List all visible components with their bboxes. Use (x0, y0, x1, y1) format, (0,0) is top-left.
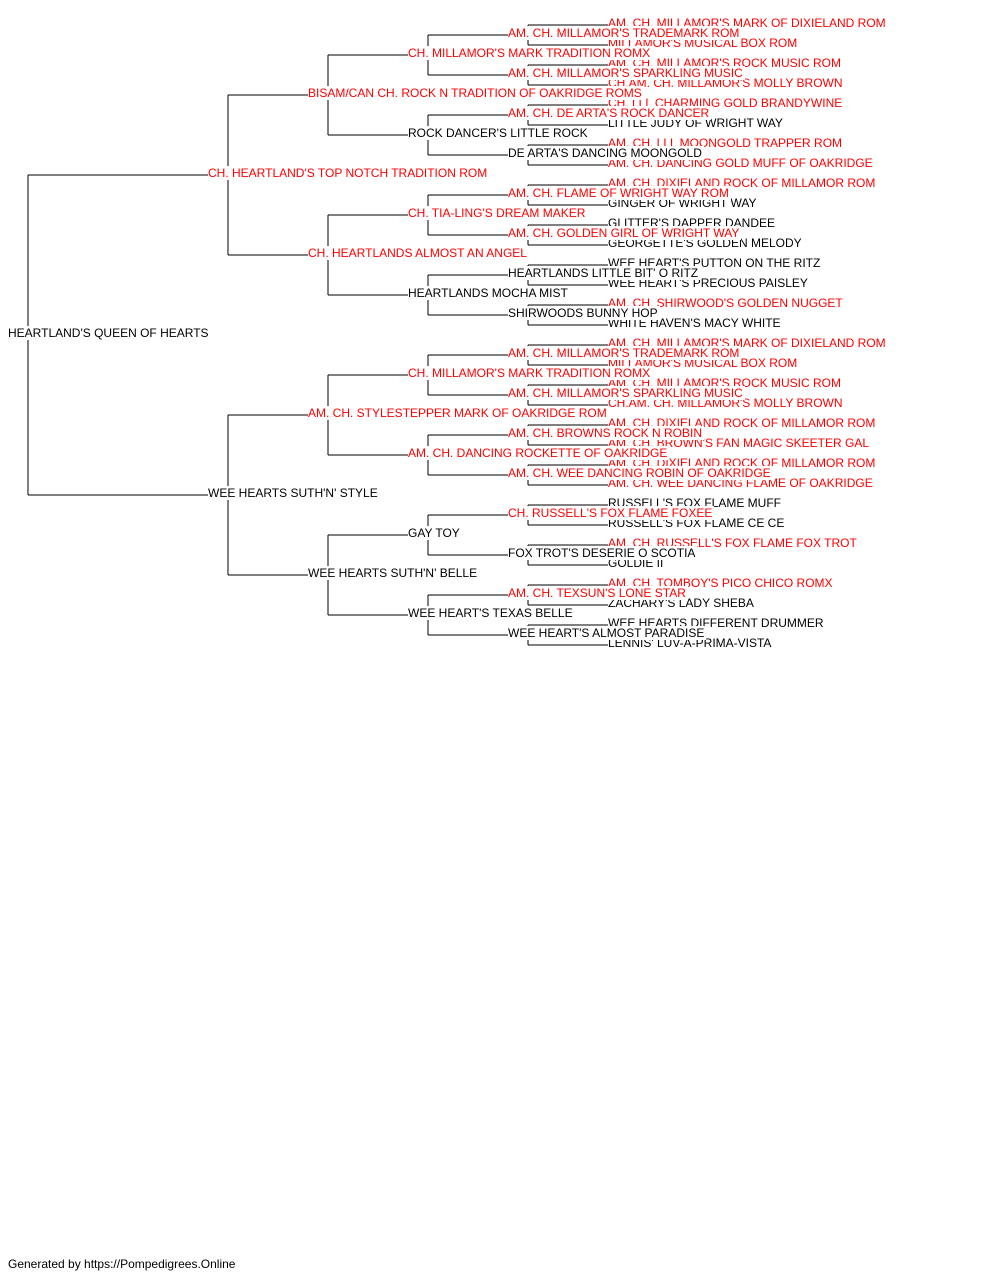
pedigree-name-gen-4: AM. CH. DE ARTA'S ROCK DANCER (508, 106, 712, 120)
pedigree-name-gen-3: GAY TOY (408, 526, 462, 540)
pedigree-name-gen-4: SHIRWOODS BUNNY HOP (508, 306, 660, 320)
pedigree-name-gen-2: BISAM/CAN CH. ROCK N TRADITION OF OAKRID… (308, 86, 644, 100)
pedigree-name-gen-3: AM. CH. DANCING ROCKETTE OF OAKRIDGE (408, 446, 670, 460)
pedigree-name-gen-4: AM. CH. MILLAMOR'S SPARKLING MUSIC (508, 66, 745, 80)
pedigree-name-gen-4: AM. CH. FLAME OF WRIGHT WAY ROM (508, 186, 731, 200)
pedigree-name-gen-4: HEARTLANDS LITTLE BIT' O RITZ (508, 266, 701, 280)
pedigree-name-gen-3: ROCK DANCER'S LITTLE ROCK (408, 126, 590, 140)
footer-credit: Generated by https://Pompedigrees.Online (8, 1257, 236, 1271)
pedigree-name-gen-4: CH. RUSSELL'S FOX FLAME FOXEE (508, 506, 715, 520)
pedigree-name-gen-4: AM. CH. MILLAMOR'S SPARKLING MUSIC (508, 386, 745, 400)
pedigree-name-gen-4: WEE HEART'S ALMOST PARADISE (508, 626, 707, 640)
pedigree-name-gen-4: AM. CH. GOLDEN GIRL OF WRIGHT WAY (508, 226, 742, 240)
pedigree-name-gen-2: AM. CH. STYLESTEPPER MARK OF OAKRIDGE RO… (308, 406, 609, 420)
pedigree-name-gen-3: WEE HEART'S TEXAS BELLE (408, 606, 575, 620)
pedigree-name-gen-4: AM. CH. MILLAMOR'S TRADEMARK ROM (508, 346, 742, 360)
pedigree-name-gen-4: AM. CH. BROWNS ROCK N ROBIN (508, 426, 705, 440)
pedigree-name-gen-3: HEARTLANDS MOCHA MIST (408, 286, 570, 300)
pedigree-name-gen-4: AM. CH. WEE DANCING ROBIN OF OAKRIDGE (508, 466, 773, 480)
pedigree-name-gen-3: CH. TIA-LING'S DREAM MAKER (408, 206, 588, 220)
pedigree-name-gen-3: CH. MILLAMOR'S MARK TRADITION ROMX (408, 366, 653, 380)
pedigree-name-gen-4: DE ARTA'S DANCING MOONGOLD (508, 146, 704, 160)
pedigree-name-gen-4: AM. CH. MILLAMOR'S TRADEMARK ROM (508, 26, 742, 40)
pedigree-name-gen-2: CH. HEARTLANDS ALMOST AN ANGEL (308, 246, 529, 260)
pedigree-name-gen-3: CH. MILLAMOR'S MARK TRADITION ROMX (408, 46, 653, 60)
pedigree-name-gen-1: WEE HEARTS SUTH'N' STYLE (208, 486, 380, 500)
pedigree-name-gen-1: CH. HEARTLAND'S TOP NOTCH TRADITION ROM (208, 166, 490, 180)
pedigree-name-gen-4: FOX TROT'S DESERIE O SCOTIA (508, 546, 698, 560)
pedigree-name-gen-2: WEE HEARTS SUTH'N' BELLE (308, 566, 480, 580)
pedigree-name-gen-0: HEARTLAND'S QUEEN OF HEARTS (8, 326, 211, 340)
pedigree-name-gen-5: AM. CH. SHIRWOOD'S GOLDEN NUGGET (608, 296, 845, 310)
pedigree-name-gen-4: AM. CH. TEXSUN'S LONE STAR (508, 586, 688, 600)
